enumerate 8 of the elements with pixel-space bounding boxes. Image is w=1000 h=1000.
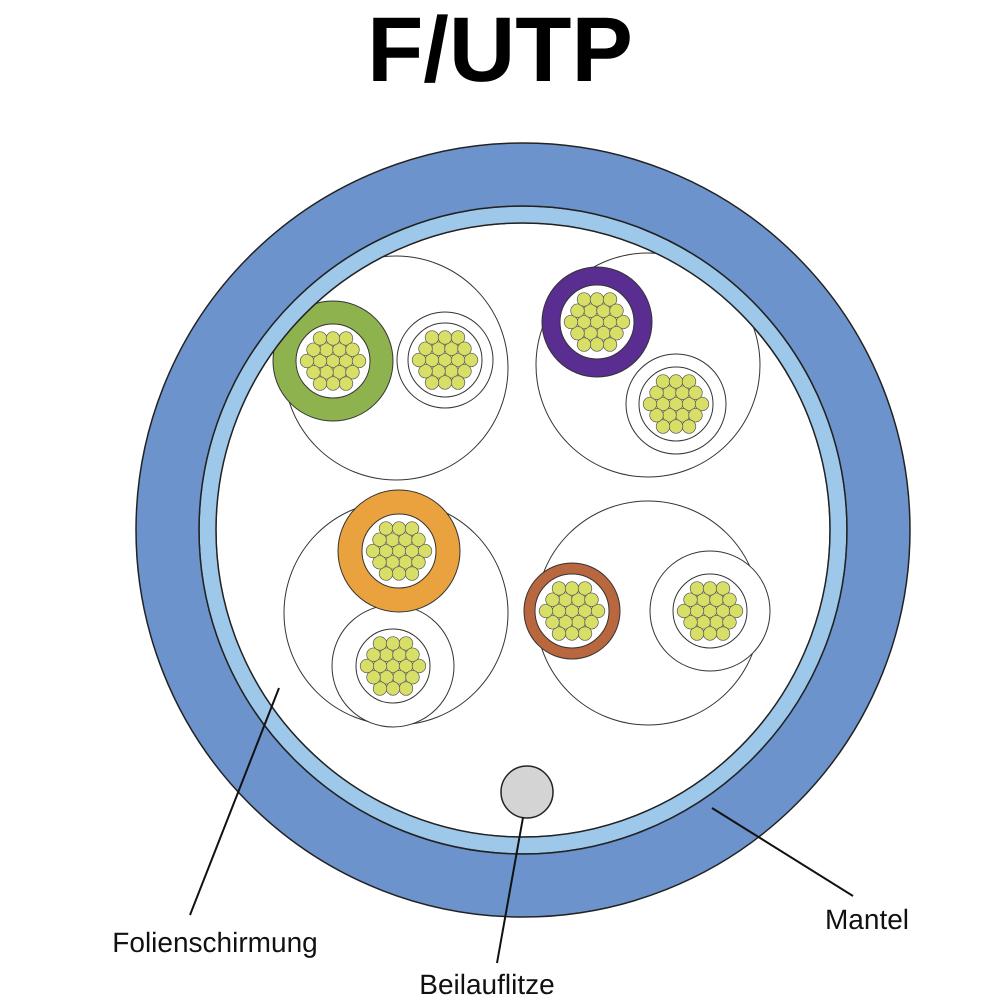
leader-line	[496, 817, 524, 964]
leader-line	[711, 807, 854, 897]
title: F/UTP	[366, 0, 634, 100]
part-label: Beilauflitze	[419, 969, 555, 1000]
drain-wire	[500, 765, 554, 819]
part-label: Folienschirmung	[112, 927, 318, 959]
part-label: Mantel	[824, 904, 910, 936]
leader-line	[189, 688, 280, 916]
